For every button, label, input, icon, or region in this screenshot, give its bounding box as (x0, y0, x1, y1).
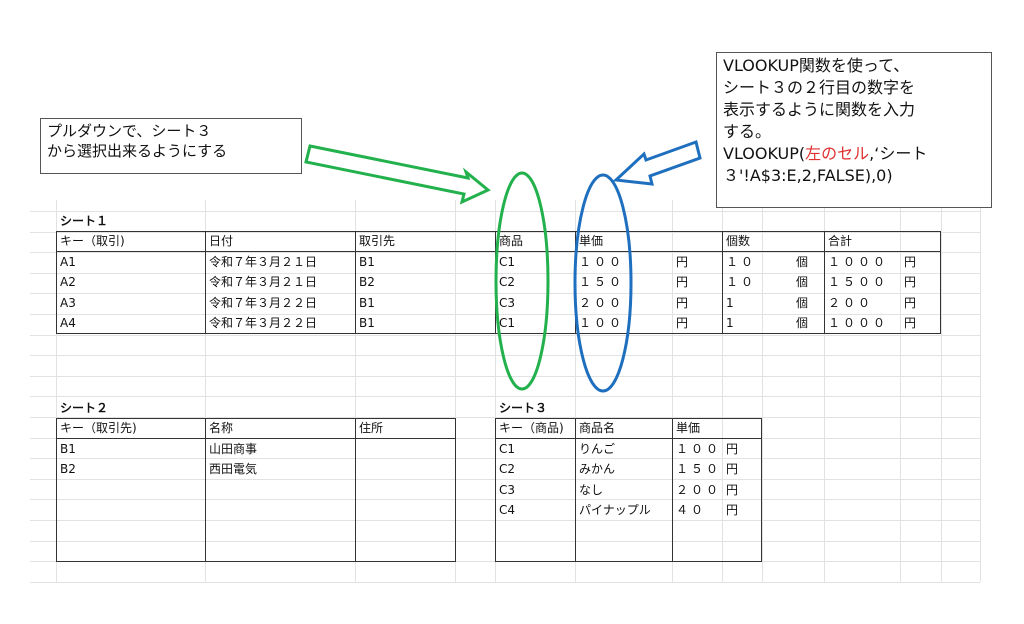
sheet2-header-key[interactable]: キー（取引先) (60, 421, 137, 435)
sheet1-header-price[interactable]: 単価 (579, 234, 604, 248)
sheet1-row3-date[interactable]: 令和７年３月２２日 (209, 295, 318, 310)
callout-right: VLOOKUP関数を使って、 シート３の２行目の数字を 表示するように関数を入力… (716, 52, 992, 208)
sheet1-row2-key[interactable]: A2 (60, 275, 76, 290)
sheet3-row3-name[interactable]: なし (579, 482, 604, 497)
sheet1-row2-qty[interactable]: １０ (726, 275, 757, 290)
sheet1-header-date[interactable]: 日付 (209, 234, 234, 248)
sheet1-row3-price[interactable]: ２００ (579, 295, 625, 310)
sheet1-row3-key[interactable]: A3 (60, 295, 76, 310)
sheet1-row3-product[interactable]: C3 (499, 295, 516, 310)
sheet1-header-client[interactable]: 取引先 (359, 234, 396, 248)
sheet1-header-key[interactable]: キー（取引) (60, 234, 125, 248)
sheet1-row4-unit[interactable]: 個 (796, 316, 809, 331)
sheet3-row1-name[interactable]: りんご (579, 442, 616, 456)
sheet3-title: シート３ (499, 401, 548, 415)
green-highlight-ellipse (494, 171, 550, 391)
sheet1-row3-total[interactable]: ２００ (828, 295, 874, 310)
sheet1-row2-product[interactable]: C2 (499, 275, 516, 290)
sheet2-row1-key[interactable]: B1 (60, 442, 76, 456)
sheet3-header-price[interactable]: 単価 (676, 421, 701, 435)
blue-arrow (612, 140, 702, 186)
sheet3-row4-name[interactable]: パイナップル (579, 503, 651, 518)
sheet3-header-name[interactable]: 商品名 (579, 421, 616, 435)
sheet1-row3-yen1[interactable]: 円 (676, 295, 689, 310)
sheet1-row1-qty[interactable]: １０ (726, 255, 757, 269)
sheet1-row4-product[interactable]: C1 (499, 316, 516, 331)
sheet3-row2-key[interactable]: C2 (499, 462, 516, 477)
sheet1-row2-yen2[interactable]: 円 (904, 275, 917, 290)
sheet1-row2-yen1[interactable]: 円 (676, 275, 689, 290)
sheet1-row4-total[interactable]: １０００ (828, 316, 889, 331)
callout-left-line1: プルダウンで、シート３ (47, 122, 212, 140)
sheet1-title: シート１ (60, 214, 109, 228)
sheet1-row3-client[interactable]: B1 (359, 295, 375, 310)
sheet3-header-key[interactable]: キー（商品) (499, 421, 564, 435)
green-arrow (304, 144, 491, 205)
sheet1-row1-price[interactable]: １００ (579, 255, 625, 269)
callout-right-line4: する。 (723, 122, 772, 141)
sheet1-row4-price[interactable]: １００ (579, 316, 625, 331)
sheet1-row1-client[interactable]: B1 (359, 255, 375, 269)
sheet1-row2-date[interactable]: 令和７年３月２１日 (209, 275, 318, 290)
sheet1-row3-yen2[interactable]: 円 (904, 295, 917, 310)
sheet1-row2-client[interactable]: B2 (359, 275, 375, 290)
sheet1-row1-unit[interactable]: 個 (796, 255, 809, 269)
sheet1-row2-total[interactable]: １５００ (828, 275, 889, 290)
sheet1-row1-key[interactable]: A1 (60, 255, 76, 269)
sheet3-row3-key[interactable]: C3 (499, 482, 516, 497)
sheet1-header-total[interactable]: 合計 (828, 234, 853, 248)
sheet1-row4-qty[interactable]: 1 (726, 316, 737, 331)
sheet3-row4-price[interactable]: ４０ (676, 503, 707, 518)
sheet1-row1-total[interactable]: １０００ (828, 255, 889, 269)
sheet1-row1-yen1[interactable]: 円 (676, 255, 689, 269)
sheet1-header-qty[interactable]: 個数 (726, 234, 751, 248)
sheet2-header-name[interactable]: 名称 (209, 421, 234, 435)
sheet1-row1-yen2[interactable]: 円 (904, 255, 917, 269)
sheet1-row2-price[interactable]: １５０ (579, 275, 625, 290)
formula-suffix: ,‘シート (869, 144, 928, 163)
sheet3-row1-price[interactable]: １００ (676, 442, 722, 456)
sheet3-row4-yen[interactable]: 円 (726, 503, 739, 518)
blue-highlight-ellipse (573, 173, 633, 393)
sheet1-row2-unit[interactable]: 個 (796, 275, 809, 290)
sheet1-header-product[interactable]: 商品 (499, 234, 524, 248)
sheet3-row4-key[interactable]: C4 (499, 503, 516, 518)
callout-left-line2: から選択出来るようにする (47, 142, 228, 160)
sheet1-row4-yen1[interactable]: 円 (676, 316, 689, 331)
sheet3-row2-name[interactable]: みかん (579, 462, 616, 477)
callout-right-formula: VLOOKUP(左のセル,‘シート (723, 143, 985, 165)
callout-right-line1: VLOOKUP関数を使って、 (723, 56, 910, 75)
sheet3-row2-price[interactable]: １５０ (676, 462, 722, 477)
sheet2-row1-name[interactable]: 山田商事 (209, 442, 258, 456)
formula-prefix: VLOOKUP( (723, 144, 806, 163)
sheet1-row3-unit[interactable]: 個 (796, 295, 809, 310)
sheet3-row2-yen[interactable]: 円 (726, 462, 739, 477)
sheet1-row4-client[interactable]: B1 (359, 316, 375, 331)
sheet1-row4-yen2[interactable]: 円 (904, 316, 917, 331)
sheet2-row2-name[interactable]: 西田電気 (209, 462, 258, 476)
formula-red: 左のセル (805, 144, 870, 163)
sheet1-row3-qty[interactable]: 1 (726, 295, 737, 310)
sheet2-header-address[interactable]: 住所 (359, 421, 384, 435)
sheet2-row2-key[interactable]: B2 (60, 462, 76, 476)
sheet2-table-border (56, 418, 456, 562)
sheet3-row1-key[interactable]: C1 (499, 442, 516, 456)
sheet1-row4-date[interactable]: 令和７年３月２２日 (209, 316, 318, 331)
callout-right-formula-line2: ３'!A$3:E,2,FALSE),0) (723, 166, 893, 185)
sheet1-row4-key[interactable]: A4 (60, 316, 76, 331)
sheet2-title: シート２ (60, 401, 109, 415)
sheet3-table-border (495, 418, 762, 562)
sheet3-row3-yen[interactable]: 円 (726, 482, 739, 497)
sheet1-row1-product[interactable]: C1 (499, 255, 516, 269)
sheet3-row1-yen[interactable]: 円 (726, 442, 739, 456)
callout-left: プルダウンで、シート３ から選択出来るようにする (40, 118, 302, 174)
sheet3-row3-price[interactable]: ２００ (676, 482, 722, 497)
callout-right-line3: 表示するように関数を入力 (723, 100, 916, 119)
callout-right-line2: シート３の２行目の数字を (723, 78, 916, 97)
sheet1-row1-date[interactable]: 令和７年３月２１日 (209, 255, 318, 269)
